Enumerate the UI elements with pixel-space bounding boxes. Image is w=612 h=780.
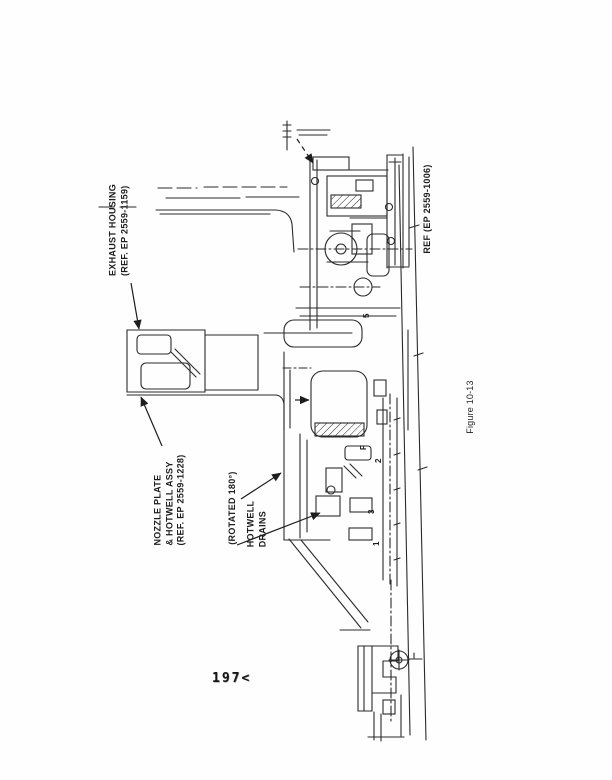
hotwell-drain-fitting <box>315 495 341 517</box>
page-number: 197< <box>212 671 252 686</box>
hotwell-section <box>283 393 401 587</box>
callout-2: 2 <box>374 458 383 463</box>
diffuser-chambers <box>282 319 409 438</box>
nozzle-plate-label-line2: & HOTWELL ASSY <box>164 461 175 546</box>
callout-1: 1 <box>372 541 381 546</box>
exhaust-housing-label-line2: (REF. EP 2559-1159) <box>119 185 129 277</box>
reference-line <box>398 146 428 741</box>
engine-cross-section <box>98 120 428 742</box>
turbine-section <box>282 120 413 331</box>
callout-5: 5 <box>362 313 371 318</box>
rotated-180-label-line1: (ROTATED 180°) <box>227 471 238 545</box>
nozzle-plate-label-line1: NOZZLE PLATE <box>152 474 163 546</box>
nozzle-plate-arrow <box>140 396 163 447</box>
front-flange-section <box>288 538 405 742</box>
hotwell-drains-label-line1: HOTWELL <box>245 500 256 548</box>
dashed-leader-arrow <box>296 138 314 164</box>
nozzle-plate-hatch <box>314 422 365 437</box>
exhaust-housing-label-line1: EXHAUST HOUSING <box>107 183 118 277</box>
callout-f: F <box>359 445 368 450</box>
exhaust-housing-arrow <box>130 282 142 330</box>
rotated-180-arrow <box>240 472 282 500</box>
figure-caption-text: Figure 10-13 <box>465 380 476 434</box>
callout-3: 3 <box>367 509 376 514</box>
hotwell-drains-arrow <box>236 512 321 546</box>
exhaust-duct-lines <box>98 186 300 253</box>
reference-line-label-line1: REF (EP 2559-1006) <box>422 164 433 254</box>
centerline-datum-symbol <box>388 579 423 725</box>
hotwell-drains-label-line2: DRAINS <box>257 510 267 548</box>
exhaust-housing-outline <box>126 329 353 431</box>
nozzle-plate-label-line3: (REF. EP 2559-1228) <box>175 454 186 546</box>
callout-numbers: 5 2 3 1 F <box>359 313 383 546</box>
